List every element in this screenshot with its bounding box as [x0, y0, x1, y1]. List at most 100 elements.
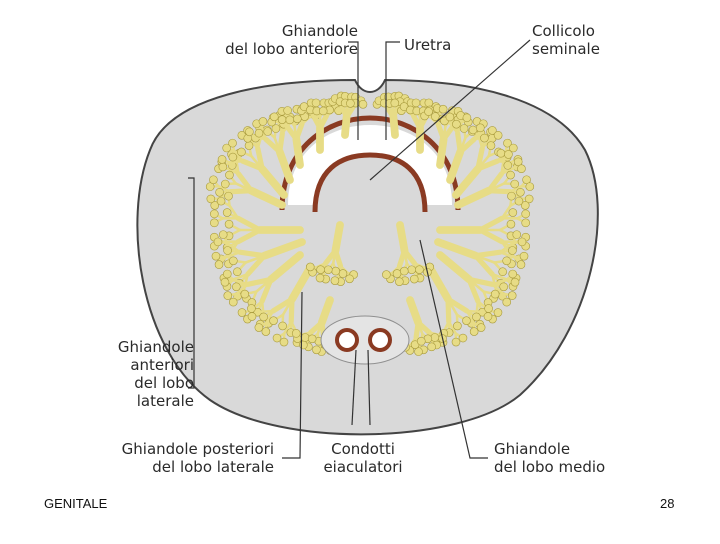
gland-branch-9-acinus: [463, 114, 471, 122]
label-seminal-colliculus: Collicolo seminale: [532, 22, 600, 58]
gland-branch-1-acinus: [219, 163, 227, 171]
gland-branch-8-acinus: [431, 113, 439, 121]
gland-branch-17-acinus: [513, 231, 521, 239]
gland-branch-11-acinus: [526, 183, 534, 191]
ejaculatory-duct-2: [370, 330, 390, 350]
gland-branch-10-acinus: [469, 126, 477, 134]
gland-branch-12-acinus: [210, 210, 218, 218]
gland-branch-13: [240, 252, 265, 255]
gland-branch-20-acinus: [317, 266, 325, 274]
label-anterior-lateral-glands: Ghiandole anteriori del lobo laterale: [78, 338, 194, 410]
gland-branch-18-acinus: [503, 298, 511, 306]
gland-branch-16-acinus: [507, 192, 515, 200]
gland-branch-4-acinus: [312, 99, 320, 107]
gland-branch-16-acinus: [522, 219, 530, 227]
gland-branch-15-acinus: [279, 322, 287, 330]
gland-branch-23-acinus: [428, 343, 436, 351]
gland-branch-21-acinus: [382, 271, 390, 279]
gland-branch-12-acinus: [210, 219, 218, 227]
gland-branch-17-acinus: [520, 252, 528, 260]
gland-branch-16-acinus: [509, 209, 517, 217]
gland-branch-19-acinus: [472, 313, 480, 321]
gland-branch-18-acinus: [511, 278, 519, 286]
gland-branch-14-acinus: [241, 290, 249, 298]
gland-branch-1-acinus: [229, 139, 237, 147]
gland-branch-19-acinus: [452, 338, 460, 346]
gland-branch-2-acinus: [264, 127, 272, 135]
gland-branch-15-acinus: [248, 313, 256, 321]
gland-branch-21-acinus: [400, 267, 408, 275]
gland-branch-22-acinus: [312, 346, 320, 354]
gland-branch-15-acinus: [273, 334, 281, 342]
gland-branch-21-acinus: [393, 270, 401, 278]
gland-branch-11-acinus: [504, 150, 512, 158]
gland-branch-0-acinus: [221, 180, 229, 188]
gland-branch-17-acinus: [499, 268, 507, 276]
gland-branch-0-acinus: [207, 195, 215, 203]
label-posterior-lateral-glands: Ghiandole posteriori del lobo laterale: [100, 440, 274, 476]
gland-branch-19-acinus: [459, 334, 467, 342]
gland-branch-10-acinus: [487, 142, 495, 150]
gland-branch-17-acinus: [508, 247, 516, 255]
gland-branch-18-acinus: [508, 292, 516, 300]
gland-branch-6-acinus: [391, 99, 399, 107]
gland-branch-5: [347, 108, 348, 117]
gland-branch-6: [393, 108, 394, 117]
ejaculatory-duct-sheath: [321, 316, 409, 364]
gland-branch-1-acinus: [237, 148, 245, 156]
gland-branch-16-acinus: [522, 210, 530, 218]
gland-branch-18-acinus: [509, 270, 517, 278]
gland-branch-16-acinus: [515, 197, 523, 205]
gland-layer: [137, 80, 597, 434]
gland-branch-3-acinus: [286, 116, 294, 124]
gland-branch-19-acinus: [470, 328, 478, 336]
gland-branch-5: [345, 117, 347, 135]
gland-branch-0: [230, 191, 251, 192]
gland-branch-20-acinus: [316, 274, 324, 282]
gland-branch-14-acinus: [232, 283, 240, 291]
gland-branch-2-acinus: [259, 117, 267, 125]
gland-branch-13-acinus: [219, 231, 227, 239]
gland-branch-16-acinus: [507, 220, 515, 228]
gland-branch-20-acinus: [332, 267, 340, 275]
gland-branch-20-acinus: [306, 263, 314, 271]
gland-branch-14-acinus: [238, 309, 246, 317]
gland-branch-12-acinus: [217, 197, 225, 205]
gland-branch-12-acinus: [225, 220, 233, 228]
gland-branch-11: [489, 191, 510, 192]
gland-branch-0-acinus: [216, 188, 224, 196]
gland-branch-13-acinus: [233, 268, 241, 276]
gland-branch-13-acinus: [215, 261, 223, 269]
gland-branch-12-acinus: [225, 192, 233, 200]
gland-branch-6: [393, 117, 395, 135]
ejaculatory-duct-1: [337, 330, 357, 350]
gland-branch-19-acinus: [484, 313, 492, 321]
gland-branch-22-acinus: [292, 329, 300, 337]
label-ejaculatory-ducts: Condotti eiaculatori: [308, 440, 418, 476]
gland-branch-8: [440, 139, 444, 165]
gland-branch-21-acinus: [415, 266, 423, 274]
gland-branch-13-acinus: [224, 247, 232, 255]
gland-branch-14-acinus: [223, 270, 231, 278]
footer-page-number: 28: [660, 496, 674, 511]
gland-branch-20-acinus: [346, 275, 354, 283]
gland-branch-15-acinus: [247, 304, 255, 312]
gland-branch-13-acinus: [214, 238, 222, 246]
gland-branch-3-acinus: [293, 115, 301, 123]
gland-branch-11-acinus: [497, 149, 505, 157]
gland-branch-15-acinus: [262, 328, 270, 336]
gland-branch-21-acinus: [410, 275, 418, 283]
gland-branch-18-acinus: [494, 309, 502, 317]
footer-section-title: GENITALE: [44, 496, 107, 511]
gland-branch-11-acinus: [516, 188, 524, 196]
gland-branch-8-acinus: [439, 105, 447, 113]
gland-branch-5-acinus: [346, 99, 354, 107]
gland-branch-12-acinus: [223, 209, 231, 217]
gland-branch-9-acinus: [446, 113, 454, 121]
gland-branch-11-acinus: [504, 161, 512, 169]
gland-branch-15-acinus: [255, 324, 263, 332]
gland-branch-2: [280, 133, 283, 151]
gland-branch-20-acinus: [324, 266, 332, 274]
gland-branch-1-acinus: [245, 142, 253, 150]
gland-branch-19-acinus: [485, 304, 493, 312]
